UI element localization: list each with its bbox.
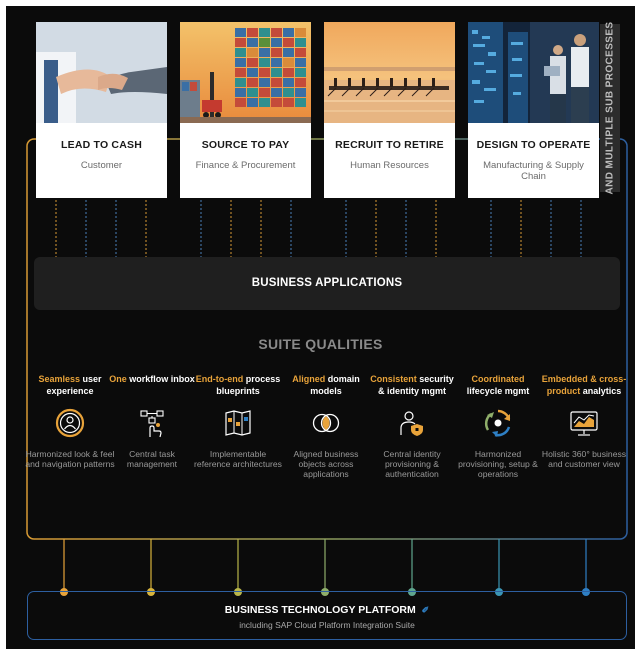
quality-workflow-inbox: One workflow inbox Central task manageme… bbox=[107, 374, 197, 469]
quality-heading: Consistent security & identity mgmt bbox=[370, 374, 454, 396]
platform-dots bbox=[60, 588, 590, 596]
quality-heading: Aligned domain models bbox=[292, 374, 360, 396]
analytics-monitor-icon bbox=[569, 408, 599, 438]
quality-analytics: Embedded & cross-product analytics Holis… bbox=[539, 374, 629, 469]
quality-description: Harmonized provisioning, setup & operati… bbox=[458, 449, 538, 479]
data-center-image bbox=[468, 22, 599, 123]
quality-seamless-ux: Seamless user experience Harmonized look… bbox=[25, 374, 115, 469]
quality-heading: Seamless user experience bbox=[38, 374, 102, 396]
blueprint-map-icon bbox=[223, 408, 253, 438]
workflow-hand-icon bbox=[137, 408, 167, 438]
platform-subtitle: including SAP Cloud Platform Integration… bbox=[239, 620, 415, 630]
card-design-to-operate[interactable]: DESIGN TO OPERATE Manufacturing & Supply… bbox=[468, 22, 599, 198]
connector-dot bbox=[321, 588, 329, 596]
quality-heading: Embedded & cross-product analytics bbox=[541, 374, 627, 396]
connector-dot bbox=[234, 588, 242, 596]
quality-heading: End-to-end process blueprints bbox=[195, 374, 281, 396]
sub-processes-label: AND MULTIPLE SUB PROCESSES bbox=[604, 21, 616, 195]
user-circle-icon bbox=[55, 408, 85, 438]
connector-dot bbox=[495, 588, 503, 596]
business-applications-bar: BUSINESS APPLICATIONS bbox=[34, 257, 620, 310]
card-source-to-pay[interactable]: SOURCE TO PAY Finance & Procurement bbox=[180, 22, 311, 198]
identity-shield-icon bbox=[397, 408, 427, 438]
quality-description: Harmonized look & feel and navigation pa… bbox=[25, 449, 115, 469]
card-title: DESIGN TO OPERATE bbox=[476, 139, 591, 151]
card-connectors bbox=[55, 196, 582, 271]
suite-qualities-title: SUITE QUALITIES bbox=[258, 336, 383, 352]
shipping-containers-image bbox=[180, 22, 311, 123]
card-title: SOURCE TO PAY bbox=[201, 139, 290, 151]
quality-heading: Coordinated lifecycle mgmt bbox=[466, 374, 530, 396]
card-subtitle: Manufacturing & Supply Chain bbox=[483, 160, 584, 182]
quality-security-identity: Consistent security & identity mgmt Cent… bbox=[367, 374, 457, 479]
rowing-team-image bbox=[324, 22, 455, 123]
connector-dot bbox=[408, 588, 416, 596]
card-subtitle: Customer bbox=[80, 160, 123, 171]
platform-title: BUSINESS TECHNOLOGY PLATFORM ✐ bbox=[224, 604, 430, 616]
quality-description: Implementable reference architectures bbox=[194, 449, 282, 469]
card-recruit-to-retire[interactable]: RECRUIT TO RETIRE Human Resources bbox=[324, 22, 455, 198]
sub-processes-tab: AND MULTIPLE SUB PROCESSES bbox=[600, 21, 620, 195]
quality-description: Central task management bbox=[126, 449, 178, 469]
quality-process-blueprints: End-to-end process blueprints Implementa… bbox=[193, 374, 283, 469]
link-icon: ✐ bbox=[421, 605, 430, 615]
card-title: LEAD TO CASH bbox=[61, 139, 142, 151]
quality-description: Central identity provisioning & authenti… bbox=[383, 449, 441, 479]
quality-lifecycle-mgmt: Coordinated lifecycle mgmt Harmonized pr… bbox=[453, 374, 543, 479]
card-title: RECRUIT TO RETIRE bbox=[335, 139, 444, 151]
quality-heading: One workflow inbox bbox=[109, 374, 195, 384]
quality-description: Holistic 360° business and customer view bbox=[541, 449, 627, 469]
connector-dot bbox=[60, 588, 68, 596]
card-subtitle: Human Resources bbox=[350, 160, 429, 171]
business-applications-label: BUSINESS APPLICATIONS bbox=[251, 277, 403, 289]
architecture-diagram: LEAD TO CASH Customer bbox=[6, 6, 635, 649]
quality-domain-models: Aligned domain models Aligned business o… bbox=[281, 374, 371, 479]
connector-dot bbox=[147, 588, 155, 596]
business-technology-platform: BUSINESS TECHNOLOGY PLATFORM ✐ including… bbox=[27, 591, 627, 640]
connector-dot bbox=[582, 588, 590, 596]
card-lead-to-cash[interactable]: LEAD TO CASH Customer bbox=[36, 22, 167, 198]
card-subtitle: Finance & Procurement bbox=[195, 160, 296, 171]
platform-connectors bbox=[63, 539, 587, 592]
lifecycle-cycle-icon bbox=[483, 408, 513, 438]
quality-description: Aligned business objects across applicat… bbox=[293, 449, 359, 479]
handshake-image bbox=[36, 22, 167, 123]
overlapping-circles-icon bbox=[311, 408, 341, 438]
